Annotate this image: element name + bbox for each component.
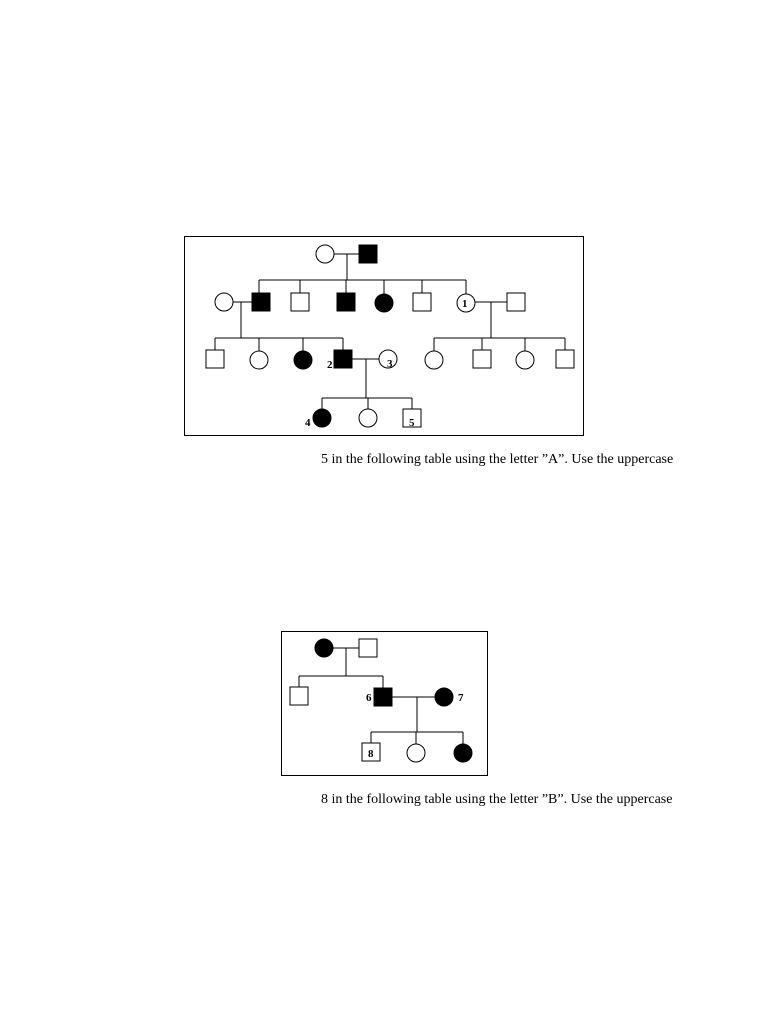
male-unaffected-symbol xyxy=(205,349,225,369)
individual-label-5: 5 xyxy=(409,417,415,429)
individual-label-4: 4 xyxy=(305,417,311,429)
male-affected-symbol xyxy=(373,687,393,707)
female-unaffected-symbol xyxy=(515,350,535,370)
female-affected-symbol xyxy=(453,743,473,763)
female-affected-symbol xyxy=(434,687,454,707)
question-caption-b: 8 in the following table using the lette… xyxy=(321,792,673,807)
pedigree-b-figure: 6 7 8 xyxy=(281,631,488,776)
pedigree-a-symbols xyxy=(205,244,575,428)
individual-label-6: 6 xyxy=(366,692,372,704)
female-affected-symbol xyxy=(374,293,394,313)
male-unaffected-symbol xyxy=(361,742,381,762)
pedigree-a-lines xyxy=(214,253,566,409)
female-unaffected-symbol xyxy=(378,349,398,369)
male-unaffected-symbol xyxy=(289,686,309,706)
individual-label-7: 7 xyxy=(458,692,464,704)
female-unaffected-symbol xyxy=(249,350,269,370)
pedigree-a-diagram: 1 2 3 4 5 xyxy=(205,244,575,429)
male-unaffected-symbol xyxy=(358,638,378,658)
individual-label-8: 8 xyxy=(368,748,374,760)
female-unaffected-symbol xyxy=(315,244,335,264)
pedigree-a-figure: 1 2 3 4 5 xyxy=(184,236,584,436)
female-affected-symbol xyxy=(312,408,332,428)
male-unaffected-symbol xyxy=(290,292,310,312)
male-affected-symbol xyxy=(336,292,356,312)
female-unaffected-symbol xyxy=(406,743,426,763)
male-affected-symbol xyxy=(358,244,378,264)
individual-label-3: 3 xyxy=(387,358,393,370)
female-affected-symbol xyxy=(293,350,313,370)
male-unaffected-symbol xyxy=(555,349,575,369)
individual-label-2: 2 xyxy=(327,359,333,371)
male-affected-symbol xyxy=(251,292,271,312)
pedigree-b-lines xyxy=(298,647,464,744)
pedigree-b-symbols xyxy=(289,638,473,763)
male-unaffected-symbol xyxy=(402,408,422,428)
male-unaffected-symbol xyxy=(506,292,526,312)
female-unaffected-symbol xyxy=(214,292,234,312)
male-affected-symbol xyxy=(333,349,353,369)
female-unaffected-symbol xyxy=(456,293,476,313)
male-unaffected-symbol xyxy=(412,292,432,312)
individual-label-1: 1 xyxy=(462,298,468,310)
question-caption-a: 5 in the following table using the lette… xyxy=(321,452,674,467)
pedigree-a-labels: 1 2 3 4 5 xyxy=(305,298,468,429)
female-affected-symbol xyxy=(314,638,334,658)
female-unaffected-symbol xyxy=(424,350,444,370)
pedigree-b-diagram: 6 7 8 xyxy=(289,638,473,763)
male-unaffected-symbol xyxy=(472,349,492,369)
female-unaffected-symbol xyxy=(358,408,378,428)
pedigree-b-labels: 6 7 8 xyxy=(366,692,464,760)
